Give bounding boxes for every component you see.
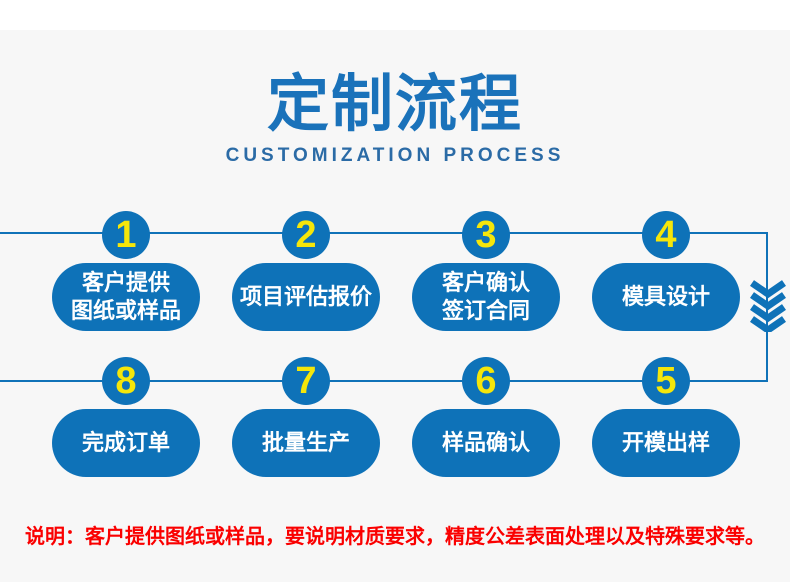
chevron-down-icon (750, 280, 786, 332)
step-5-label: 开模出样 (592, 409, 740, 477)
step-2-number-badge: 2 (282, 211, 330, 259)
step-6-number: 6 (475, 360, 497, 402)
step-2: 2 项目评估报价 (232, 211, 380, 333)
step-1: 1 客户提供 图纸或样品 (52, 211, 200, 333)
step-2-number: 2 (295, 214, 317, 256)
note-text: 说明：客户提供图纸或样品，要说明材质要求，精度公差表面处理以及特殊要求等。 (25, 526, 765, 548)
page-subtitle: CUSTOMIZATION PROCESS (225, 145, 565, 166)
page-title: 定制流程 (266, 70, 523, 139)
step-4-label: 模具设计 (592, 263, 740, 331)
step-3-label-line2: 签订合同 (441, 298, 530, 323)
step-4: 4 模具设计 (592, 211, 740, 333)
step-8-number-badge: 8 (102, 357, 150, 405)
step-7: 7 批量生产 (232, 357, 380, 479)
step-2-label: 项目评估报价 (232, 263, 380, 331)
step-7-label-line1: 批量生产 (261, 430, 350, 455)
step-8: 8 完成订单 (52, 357, 200, 479)
step-6: 6 样品确认 (412, 357, 560, 479)
step-8-label: 完成订单 (52, 409, 200, 477)
step-4-label-line1: 模具设计 (621, 284, 710, 309)
step-3: 3 客户确认 签订合同 (412, 211, 560, 333)
step-7-number: 7 (295, 360, 317, 402)
step-5: 5 开模出样 (592, 357, 740, 479)
step-7-label: 批量生产 (232, 409, 380, 477)
step-8-label-line1: 完成订单 (81, 430, 170, 455)
step-7-number-badge: 7 (282, 357, 330, 405)
step-1-number-badge: 1 (102, 211, 150, 259)
step-1-number: 1 (115, 214, 137, 256)
step-3-label-line1: 客户确认 (441, 270, 530, 295)
step-4-number-badge: 4 (642, 211, 690, 259)
step-5-label-line1: 开模出样 (621, 430, 710, 455)
step-1-label: 客户提供 图纸或样品 (52, 263, 200, 331)
flow-line-bottom (0, 380, 768, 382)
step-4-number: 4 (655, 214, 677, 256)
step-2-label-line1: 项目评估报价 (239, 284, 372, 309)
step-6-label: 样品确认 (412, 409, 560, 477)
step-3-number-badge: 3 (462, 211, 510, 259)
flow-line-top (0, 232, 768, 234)
step-8-number: 8 (115, 360, 137, 402)
step-1-label-line2: 图纸或样品 (70, 298, 181, 323)
step-1-label-line1: 客户提供 (81, 270, 170, 295)
top-white-band (0, 0, 790, 30)
step-5-number-badge: 5 (642, 357, 690, 405)
step-6-number-badge: 6 (462, 357, 510, 405)
step-3-number: 3 (475, 214, 497, 256)
step-3-label: 客户确认 签订合同 (412, 263, 560, 331)
step-5-number: 5 (655, 360, 677, 402)
step-6-label-line1: 样品确认 (441, 430, 530, 455)
